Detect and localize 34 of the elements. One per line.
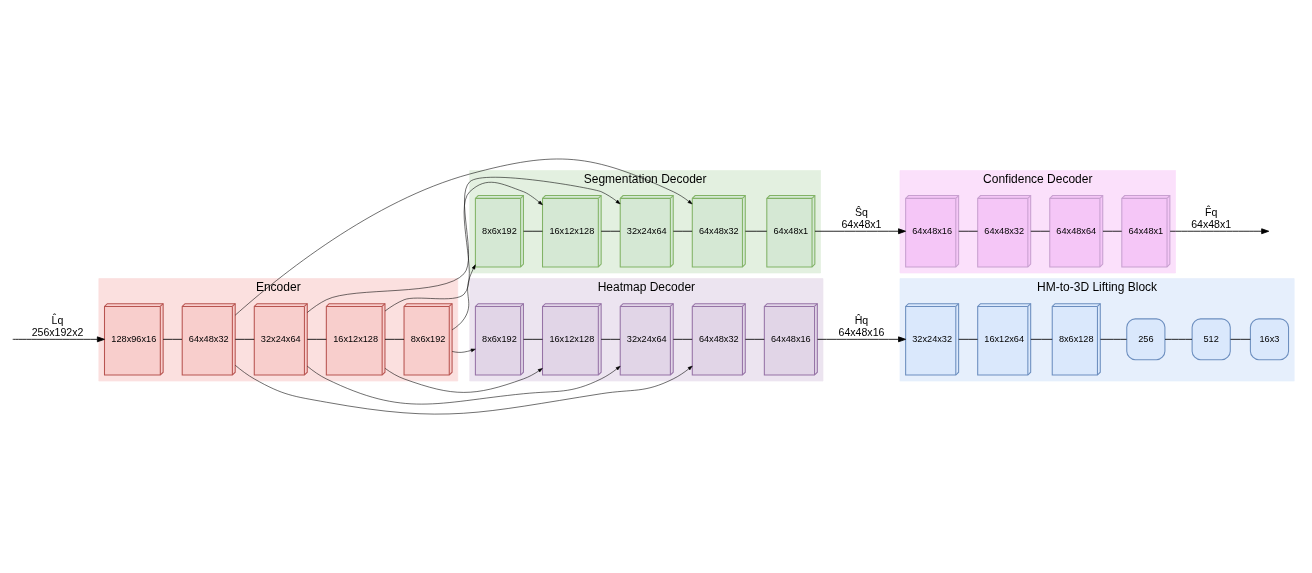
arrow [451,348,476,353]
arrow [307,365,621,405]
edge-label: F̂q 64x48x1 [1191,205,1232,230]
node-box: 16x3 [1249,318,1290,361]
edge-label: L̂q 256x192x2 [31,313,84,338]
arrow [814,228,906,235]
connector [1100,338,1127,340]
node-box: 256 [1126,318,1166,361]
connector [1230,338,1251,340]
connector [600,338,621,340]
edge-label: Ŝq 64x48x1 [841,205,882,230]
connector [672,338,693,340]
arrow [384,368,543,393]
connector [523,338,543,340]
connector [306,338,327,340]
connector [600,230,621,232]
connector [672,230,693,232]
connector [234,338,255,340]
arrow [307,176,621,313]
connector [1030,338,1053,340]
arrow [234,158,693,316]
arrow [12,336,105,343]
arrow [1169,228,1270,235]
connector [744,338,765,340]
arrow [384,181,543,312]
arrow [451,264,476,331]
connector [162,338,183,340]
connector [958,338,978,340]
node-box: 512 [1191,318,1231,361]
connector [384,338,405,340]
arrow [235,365,693,415]
connector [1164,338,1193,340]
edge-label: Ĥq 64x48x16 [838,313,885,338]
arrow [817,336,906,343]
